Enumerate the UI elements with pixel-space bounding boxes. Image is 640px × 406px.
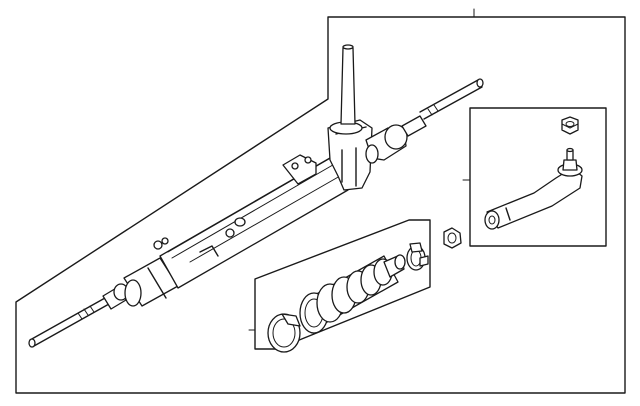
- tie-rod-subpanel: [469, 107, 607, 247]
- assembly-panel-outline: [15, 16, 626, 394]
- tie-rod-end-icon: [484, 147, 583, 230]
- boot-clamp-large-icon: [267, 313, 301, 353]
- boot-clamp-small-icon: [406, 242, 429, 271]
- bellows-boot-icon: [299, 254, 406, 334]
- jam-nut-icon: [443, 227, 462, 249]
- steering-gear-rack-icon: [28, 44, 484, 348]
- lock-nut-icon: [561, 116, 579, 135]
